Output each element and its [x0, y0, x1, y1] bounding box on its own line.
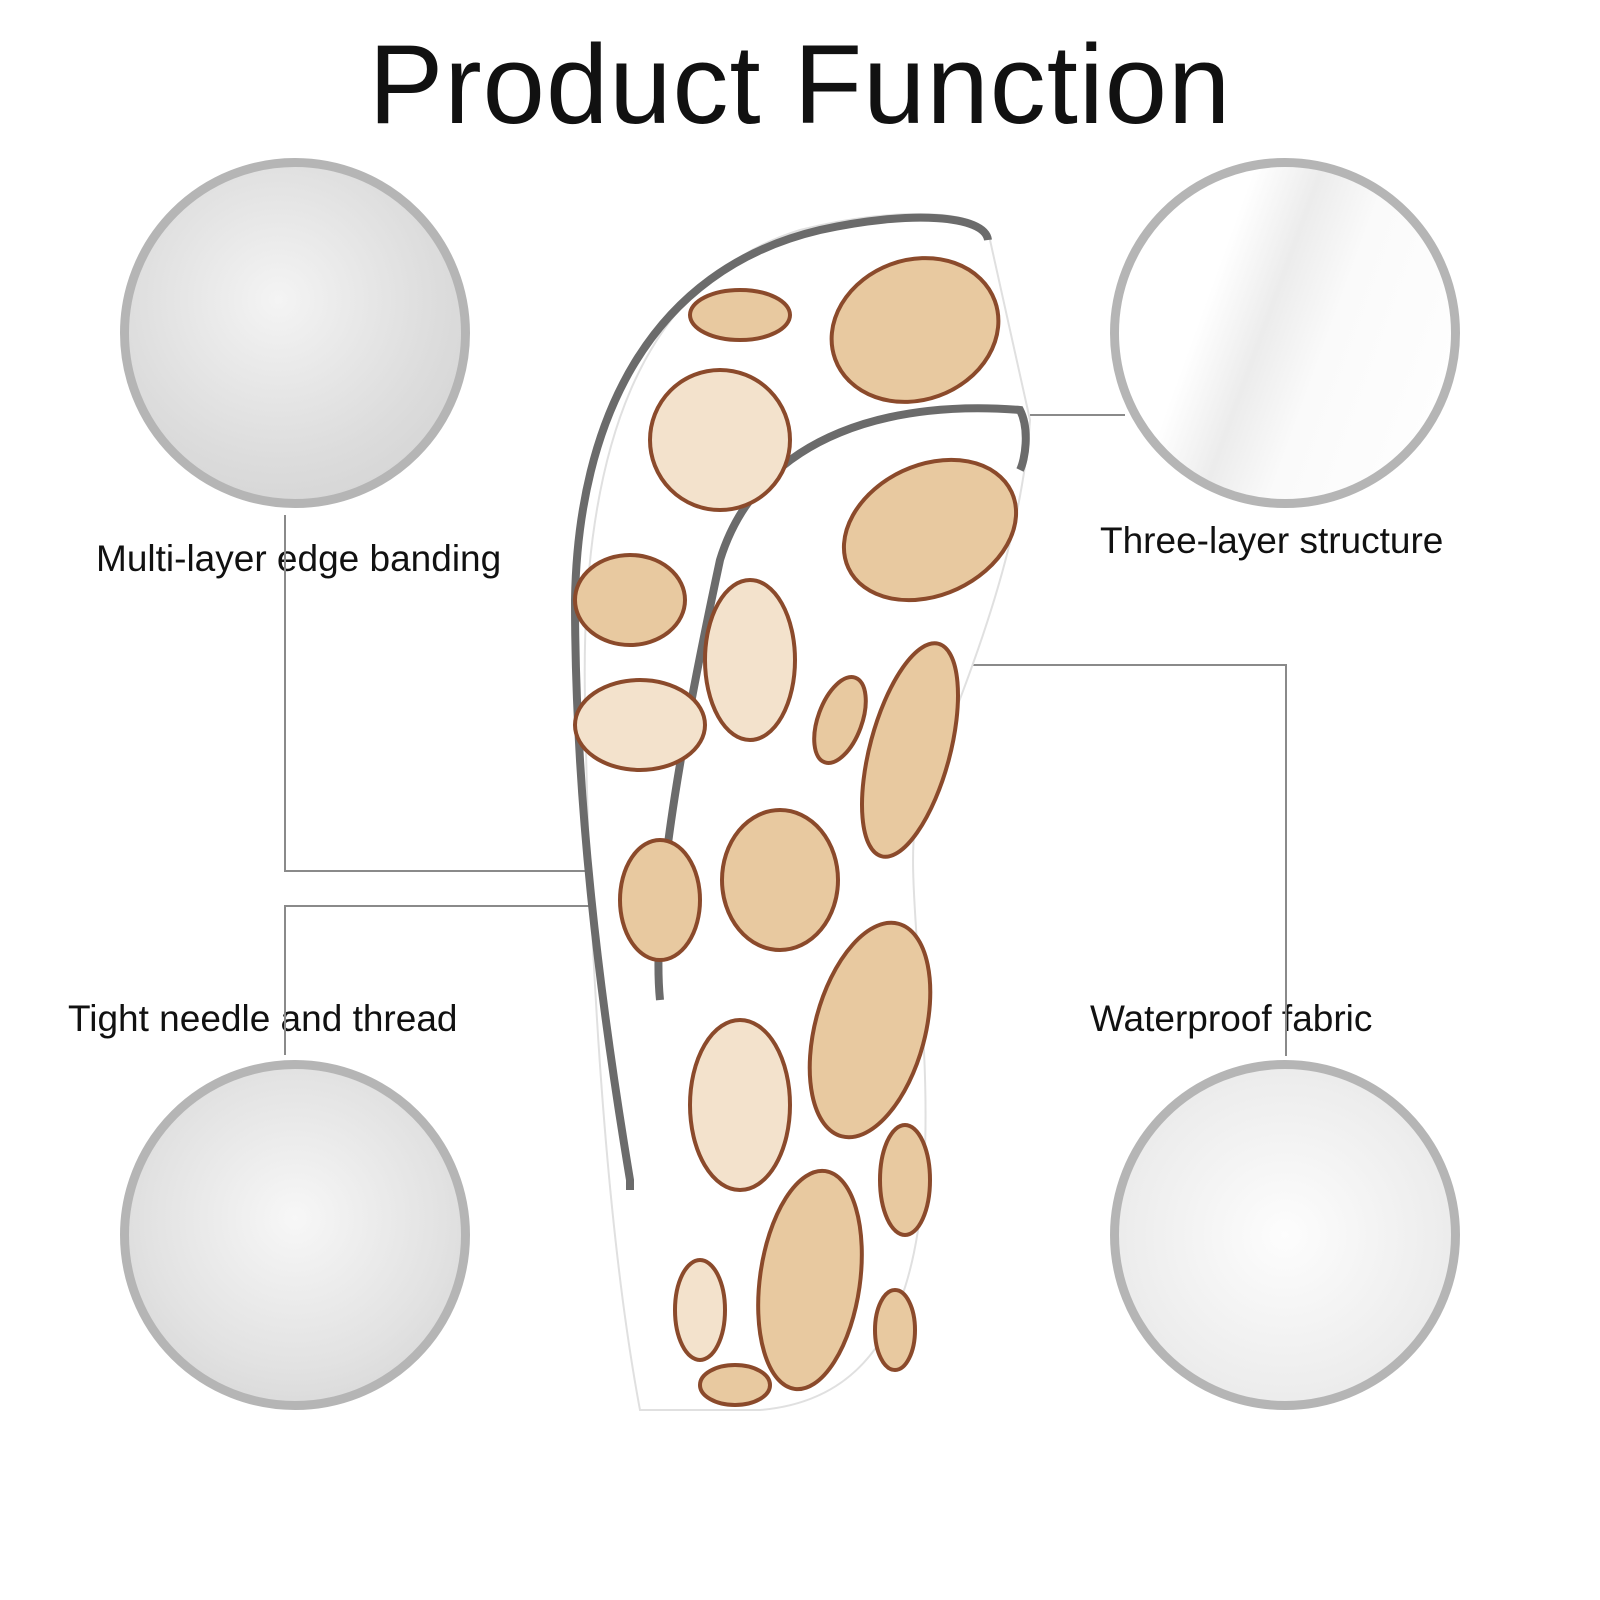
- connector-line: [284, 870, 604, 872]
- detail-circle-waterproof: [1110, 1060, 1460, 1410]
- nut-pattern: [573, 256, 1019, 1407]
- detail-circle-edge-banding: [120, 158, 470, 508]
- feature-label-waterproof: Waterproof fabric: [1090, 998, 1373, 1039]
- connector-line: [1030, 414, 1125, 416]
- connector-line: [284, 515, 286, 872]
- connector-line: [284, 905, 286, 1055]
- detail-circle-three-layer: [1110, 158, 1460, 508]
- feature-label-three-layer: Three-layer structure: [1100, 520, 1444, 561]
- connector-line: [1285, 664, 1287, 1056]
- edge-banding: [570, 213, 992, 1190]
- feature-label-edge-banding: Multi-layer edge banding: [96, 538, 502, 579]
- page-title: Product Function: [368, 22, 1232, 147]
- connector-line: [284, 905, 604, 907]
- feature-label-needle-thread: Tight needle and thread: [68, 998, 458, 1039]
- connector-line: [900, 664, 1286, 666]
- detail-circle-needle-thread: [120, 1060, 470, 1410]
